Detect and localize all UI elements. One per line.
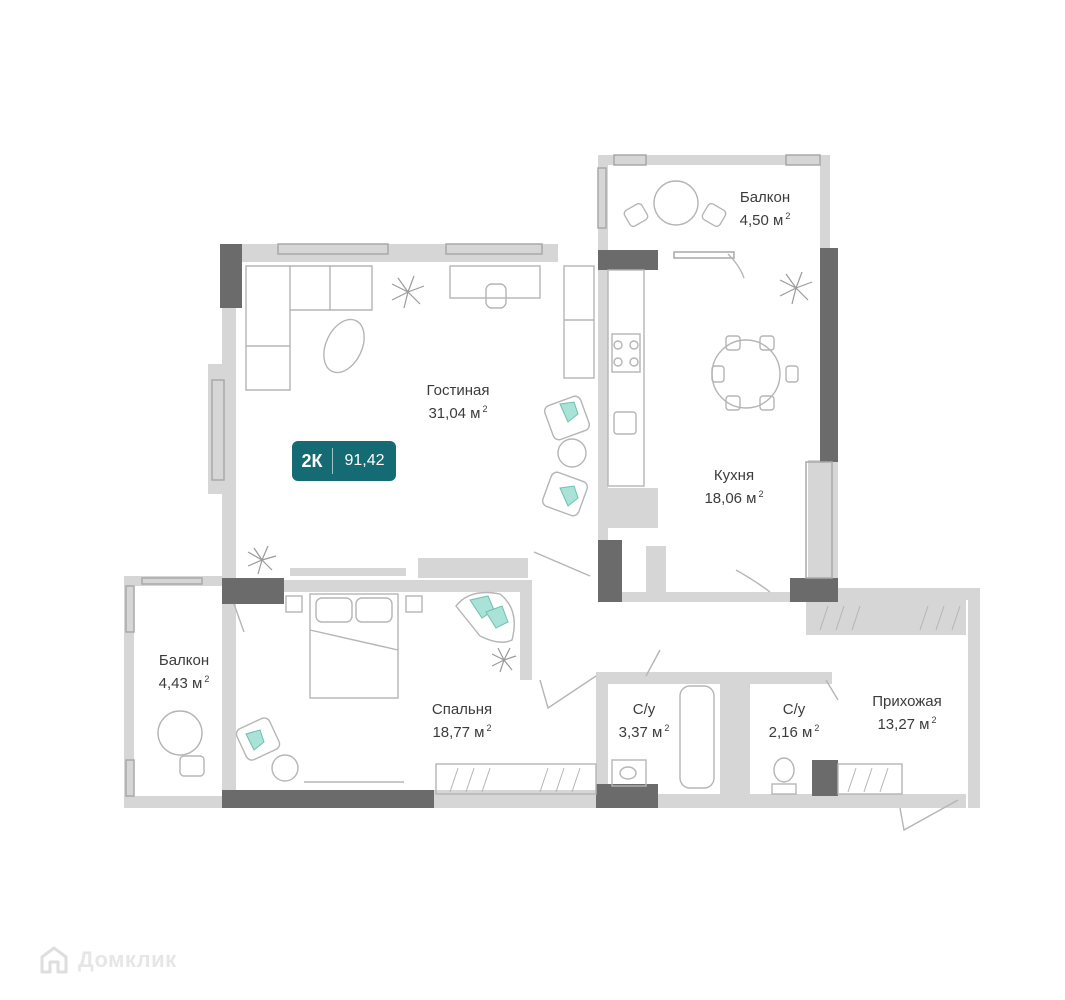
windows bbox=[125, 154, 833, 797]
watermark-text: Домклик bbox=[78, 947, 177, 972]
house-logo-icon bbox=[40, 946, 68, 974]
room-count-label: 2К bbox=[301, 450, 323, 471]
walls-light bbox=[124, 155, 980, 808]
badge-divider bbox=[332, 448, 333, 474]
plants bbox=[247, 271, 813, 673]
hatch-wardrobes bbox=[449, 605, 961, 793]
apartment-badge: 2К 91,42 bbox=[292, 441, 396, 481]
walls-dark bbox=[220, 244, 838, 808]
teal-cushions bbox=[245, 401, 579, 751]
furniture bbox=[157, 180, 959, 832]
watermark: Домклик bbox=[38, 944, 177, 976]
total-area-label: 91,42 bbox=[344, 452, 385, 469]
